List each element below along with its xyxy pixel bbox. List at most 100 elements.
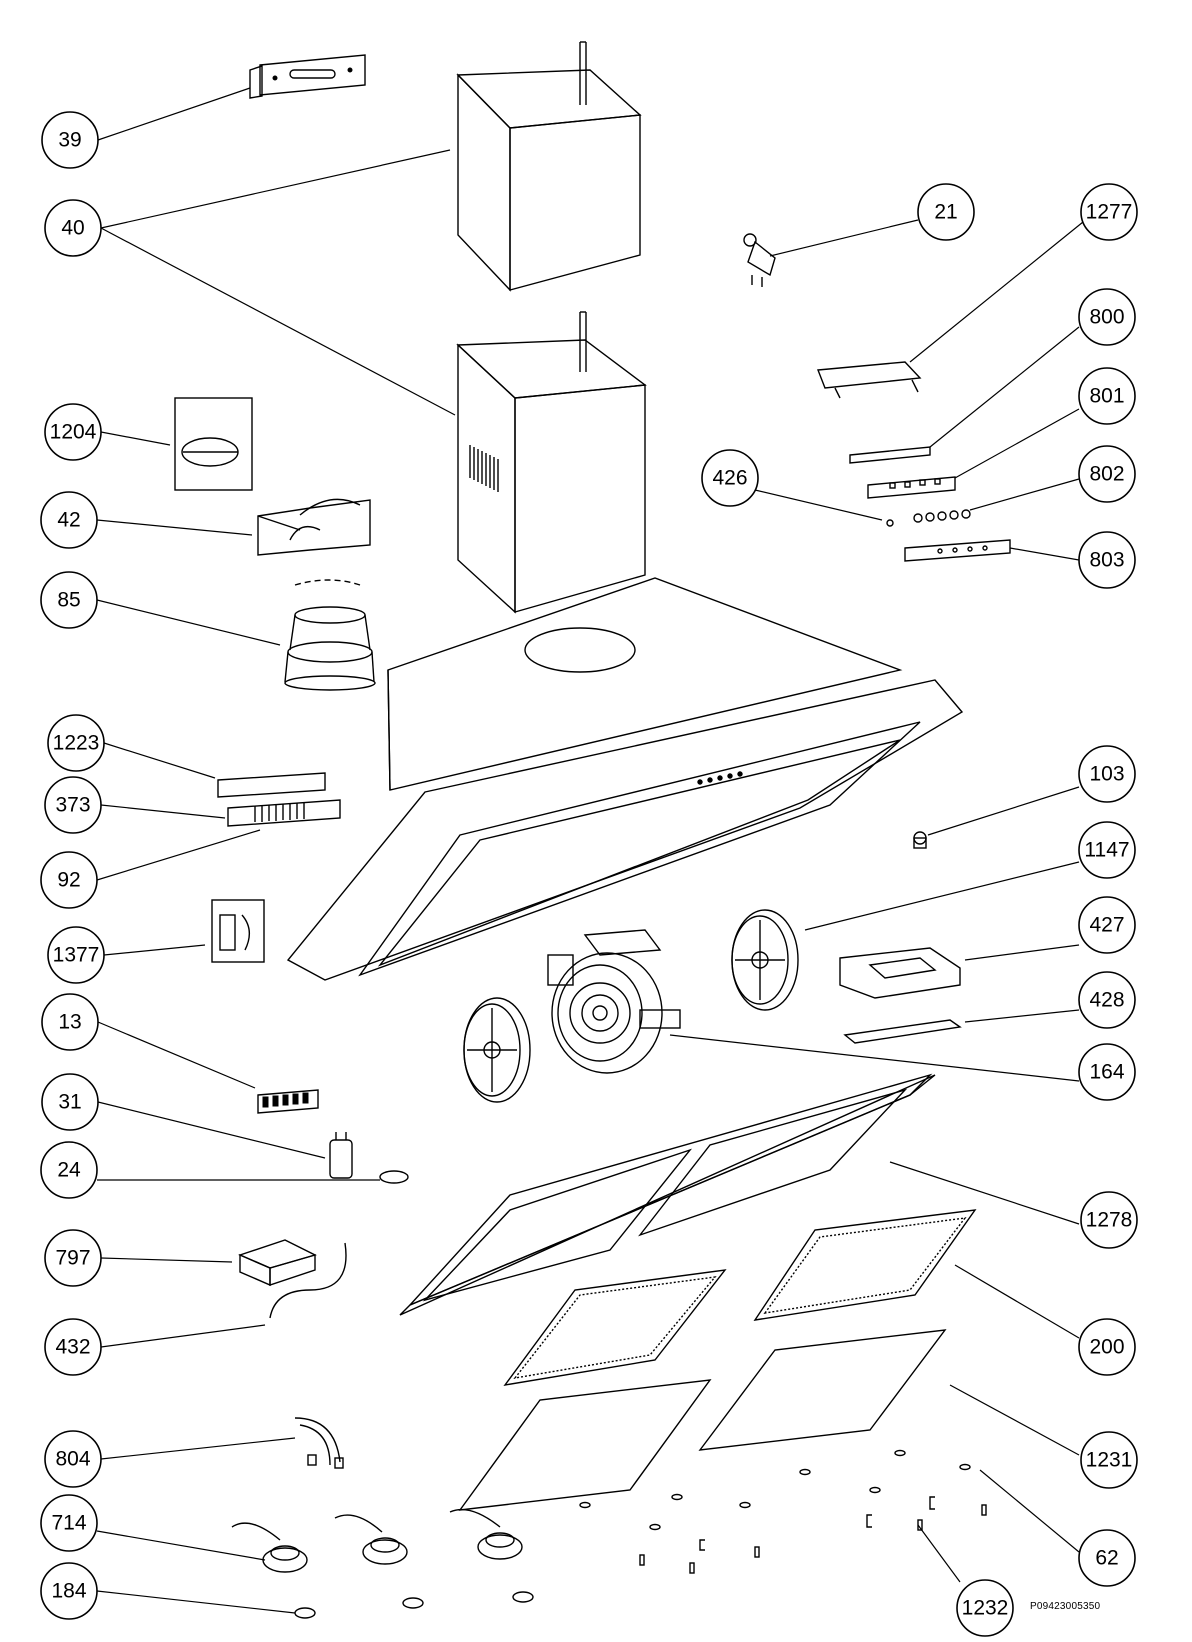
callout-1231[interactable]: 1231 [1080, 1431, 1138, 1489]
part-terminal-13 [257, 1089, 319, 1114]
part-filter-mats-1231 [458, 1329, 947, 1511]
part-pcb-801 [867, 476, 956, 499]
part-grease-filters-200 [503, 1209, 977, 1386]
callout-800[interactable]: 800 [1078, 288, 1136, 346]
callout-label: 103 [1089, 763, 1124, 786]
callout-label: 1232 [962, 1597, 1009, 1620]
part-power-plug-21 [743, 233, 776, 287]
callout-label: 801 [1089, 385, 1124, 408]
part-hood-body [387, 577, 903, 791]
callout-label: 428 [1089, 989, 1124, 1012]
callout-label: 1231 [1086, 1449, 1133, 1472]
callout-1204[interactable]: 1204 [44, 403, 102, 461]
callout-label: 1147 [1084, 839, 1129, 862]
callout-92[interactable]: 92 [40, 851, 98, 909]
callout-802[interactable]: 802 [1078, 445, 1136, 503]
callout-103[interactable]: 103 [1078, 745, 1136, 803]
callout-label: 42 [57, 509, 80, 532]
callout-39[interactable]: 39 [41, 111, 99, 169]
callout-184[interactable]: 184 [40, 1562, 98, 1620]
leader-lines [96, 87, 1084, 1614]
callout-428[interactable]: 428 [1078, 971, 1136, 1029]
callout-label: 21 [934, 201, 957, 224]
callout-label: 804 [55, 1448, 90, 1471]
vent-slots [469, 445, 499, 492]
callout-801[interactable]: 801 [1078, 367, 1136, 425]
part-flange-85 [284, 579, 376, 691]
part-gland-103 [913, 831, 927, 849]
part-buttons-802 [913, 509, 971, 523]
part-motor-164 [547, 929, 681, 1074]
callout-1223[interactable]: 1223 [47, 714, 105, 772]
document-code: P09423005350 [1030, 1601, 1101, 1612]
callout-label: 184 [51, 1580, 86, 1603]
part-bracket-39 [249, 54, 366, 99]
callout-label: 1204 [50, 421, 97, 444]
callout-label: 200 [1089, 1336, 1124, 1359]
callout-label: 1277 [1086, 201, 1133, 224]
callout-62[interactable]: 62 [1078, 1529, 1136, 1587]
callout-label: 92 [57, 869, 80, 892]
part-lamp-holders-714 [231, 1508, 523, 1573]
callout-label: 1278 [1086, 1209, 1133, 1232]
part-hood-glass-panel [286, 679, 964, 981]
part-switch-373 [227, 799, 341, 827]
part-wiring-card-1377 [211, 899, 265, 963]
part-wire-harness-804 [294, 1417, 344, 1469]
part-chimney-lower-40 [456, 311, 647, 614]
callout-1278[interactable]: 1278 [1080, 1191, 1138, 1249]
part-chimney-upper-40 [456, 41, 642, 292]
callout-label: 31 [58, 1091, 81, 1114]
callout-label: 802 [1089, 463, 1124, 486]
callout-label: 39 [58, 129, 81, 152]
part-connector-797 [238, 1239, 347, 1319]
callout-label: 85 [57, 589, 80, 612]
part-screw-426 [886, 519, 894, 527]
callout-1377[interactable]: 1377 [47, 926, 105, 984]
part-clamp-24 [379, 1170, 409, 1184]
callout-200[interactable]: 200 [1078, 1318, 1136, 1376]
callout-42[interactable]: 42 [40, 491, 98, 549]
callout-797[interactable]: 797 [44, 1229, 102, 1287]
callout-40[interactable]: 40 [44, 199, 102, 257]
callout-426[interactable]: 426 [701, 449, 759, 507]
callout-label: 803 [1089, 549, 1124, 572]
part-panel-1223 [217, 772, 326, 798]
part-bulbs-184 [294, 1591, 534, 1619]
callout-373[interactable]: 373 [44, 776, 102, 834]
callout-31[interactable]: 31 [41, 1073, 99, 1131]
callout-label: 13 [58, 1011, 81, 1034]
callout-label: 800 [1089, 306, 1124, 329]
part-lamp-housing-427 [839, 947, 961, 999]
callout-803[interactable]: 803 [1078, 531, 1136, 589]
callout-714[interactable]: 714 [40, 1494, 98, 1552]
callout-21[interactable]: 21 [917, 183, 975, 241]
callout-85[interactable]: 85 [40, 571, 98, 629]
callout-1232[interactable]: 1232 [956, 1579, 1014, 1637]
callout-804[interactable]: 804 [44, 1430, 102, 1488]
part-carbon-filter-1147 [731, 909, 799, 1011]
part-capacitor-31 [329, 1132, 353, 1179]
part-screws-62-1232 [579, 1449, 987, 1574]
callout-label: 426 [712, 467, 747, 490]
part-frame-1278 [399, 1073, 936, 1316]
callout-label: 714 [51, 1512, 86, 1535]
callout-432[interactable]: 432 [44, 1318, 102, 1376]
callout-label: 427 [1089, 914, 1124, 937]
part-bracket-1277 [817, 361, 922, 399]
callout-1277[interactable]: 1277 [1080, 183, 1138, 241]
callout-164[interactable]: 164 [1078, 1043, 1136, 1101]
part-pcb-800 [849, 446, 931, 464]
callout-label: 432 [55, 1336, 90, 1359]
callout-1147[interactable]: 1147 [1078, 821, 1136, 879]
callout-label: 62 [1095, 1547, 1118, 1570]
part-carbon-filter-left [463, 997, 531, 1103]
part-backflow-valve-1204 [174, 397, 253, 491]
part-control-board-803 [904, 539, 1011, 562]
callout-label: 164 [1089, 1061, 1124, 1084]
part-lamp-cover-428 [843, 1019, 962, 1044]
callout-13[interactable]: 13 [41, 993, 99, 1051]
callout-427[interactable]: 427 [1078, 896, 1136, 954]
callout-label: 24 [57, 1159, 81, 1182]
callout-24[interactable]: 24 [40, 1141, 98, 1199]
